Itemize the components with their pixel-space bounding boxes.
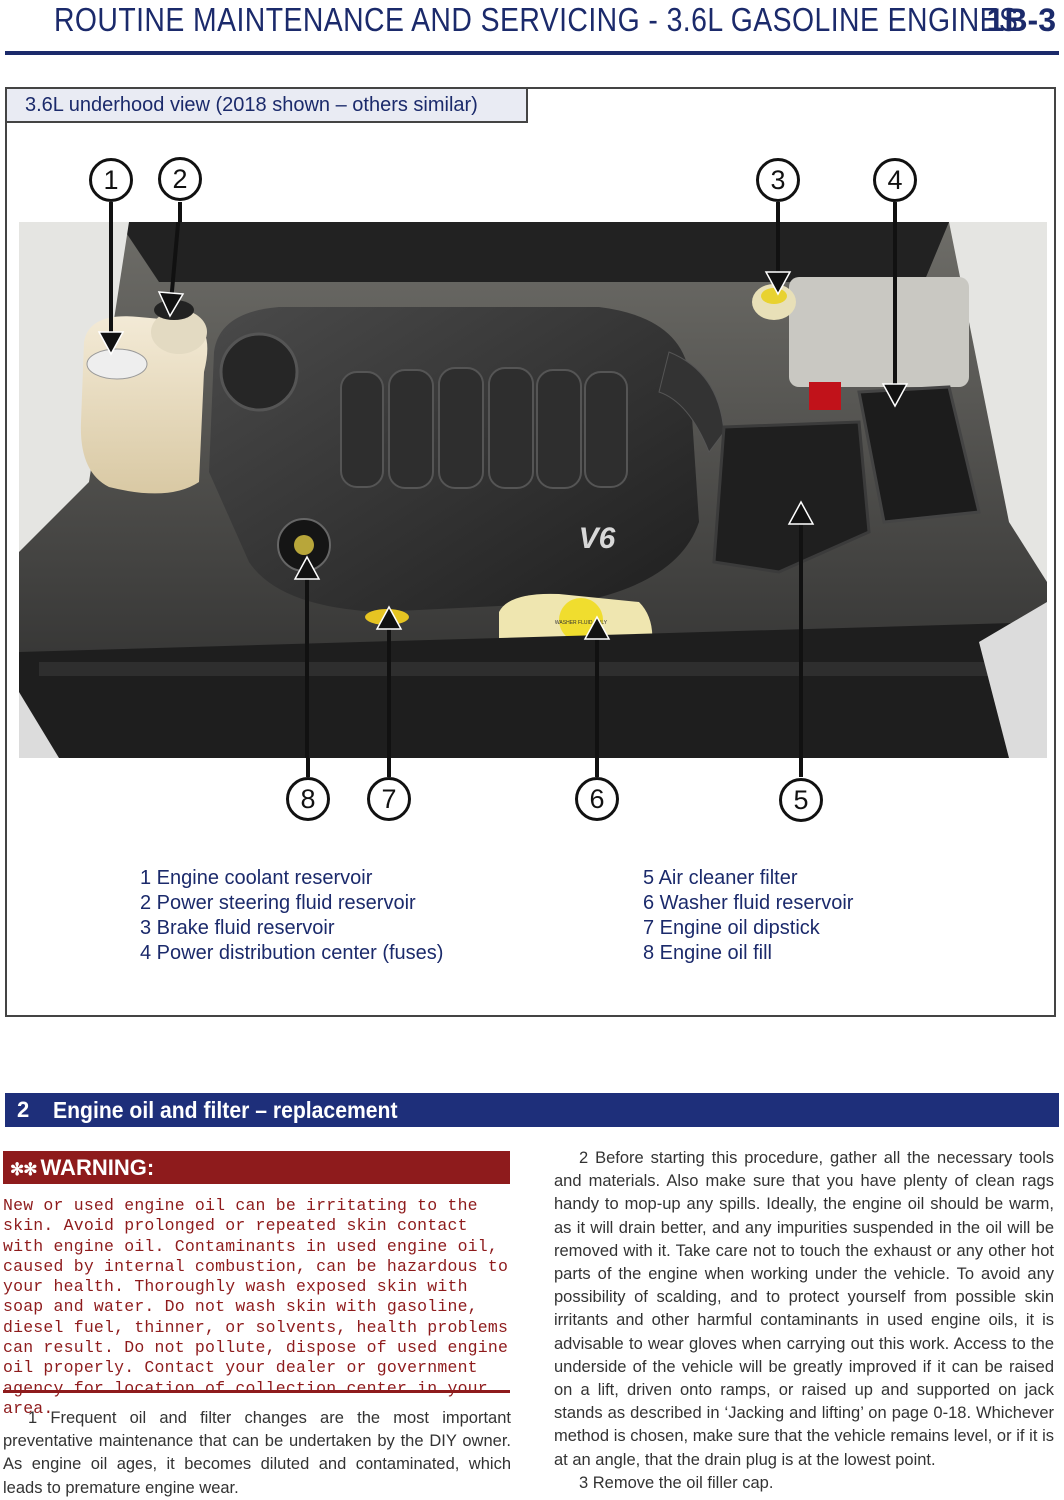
figure-caption: 3.6L underhood view (2018 shown – others… <box>5 87 528 123</box>
figure-frame <box>5 87 1056 1017</box>
engine-bay-photo: V6 WASHER FLUID ONLY <box>19 222 1047 758</box>
callout-5: 5 <box>779 778 823 822</box>
section-title: Engine oil and filter – replacement <box>53 1097 398 1123</box>
paragraph-1: 1 Frequent oil and filter changes are th… <box>3 1407 511 1500</box>
callout-3: 3 <box>756 158 800 202</box>
callout-6: 6 <box>575 777 619 821</box>
legend-item: 3 Brake fluid reservoir <box>140 917 335 939</box>
legend-item: 6 Washer fluid reservoir <box>643 892 854 914</box>
legend-item: 8 Engine oil fill <box>643 942 772 964</box>
legend-item: 1 Engine coolant reservoir <box>140 867 373 889</box>
callout-2: 2 <box>158 157 202 201</box>
warning-text: New or used engine oil can be irritating… <box>3 1196 509 1418</box>
paragraph-2: 2 Before starting this procedure, gather… <box>554 1147 1054 1472</box>
callout-7: 7 <box>367 777 411 821</box>
warning-banner <box>3 1151 510 1184</box>
paragraph-2-3: 2 Before starting this procedure, gather… <box>554 1147 1054 1495</box>
legend-right: 5 Air cleaner filter 6 Washer fluid rese… <box>643 866 853 966</box>
legend-item: 2 Power steering fluid reservoir <box>140 892 416 914</box>
warning-heading: ✻✻WARNING: <box>10 1151 154 1184</box>
section-number: 2 <box>17 1097 30 1122</box>
paragraph-1-text: 1 Frequent oil and filter changes are th… <box>3 1409 511 1497</box>
page-number: 1B-3 <box>986 2 1056 38</box>
callout-8: 8 <box>286 777 330 821</box>
paragraph-3: 3 Remove the oil filler cap. <box>554 1472 1054 1495</box>
page-header-title: ROUTINE MAINTENANCE AND SERVICING - 3.6L… <box>54 1 1019 38</box>
section-header-bar <box>5 1093 1059 1127</box>
paragraph-3-text: 3 Remove the oil filler cap. <box>579 1473 774 1492</box>
callout-4: 4 <box>873 158 917 202</box>
callout-1: 1 <box>89 158 133 202</box>
washer-cap-label: WASHER FLUID ONLY <box>555 620 608 626</box>
paragraph-2-text: 2 Before starting this procedure, gather… <box>554 1149 1054 1469</box>
warning-label: WARNING: <box>40 1155 155 1180</box>
legend-item: 4 Power distribution center (fuses) <box>140 942 444 964</box>
warning-rule <box>3 1390 510 1393</box>
v6-badge: V6 <box>579 522 616 555</box>
legend-left: 1 Engine coolant reservoir 2 Power steer… <box>140 866 443 966</box>
header-rule <box>5 51 1059 55</box>
warning-asterisk-icon: ✻✻ <box>10 1160 37 1179</box>
legend-item: 7 Engine oil dipstick <box>643 917 820 939</box>
legend-item: 5 Air cleaner filter <box>643 867 798 889</box>
